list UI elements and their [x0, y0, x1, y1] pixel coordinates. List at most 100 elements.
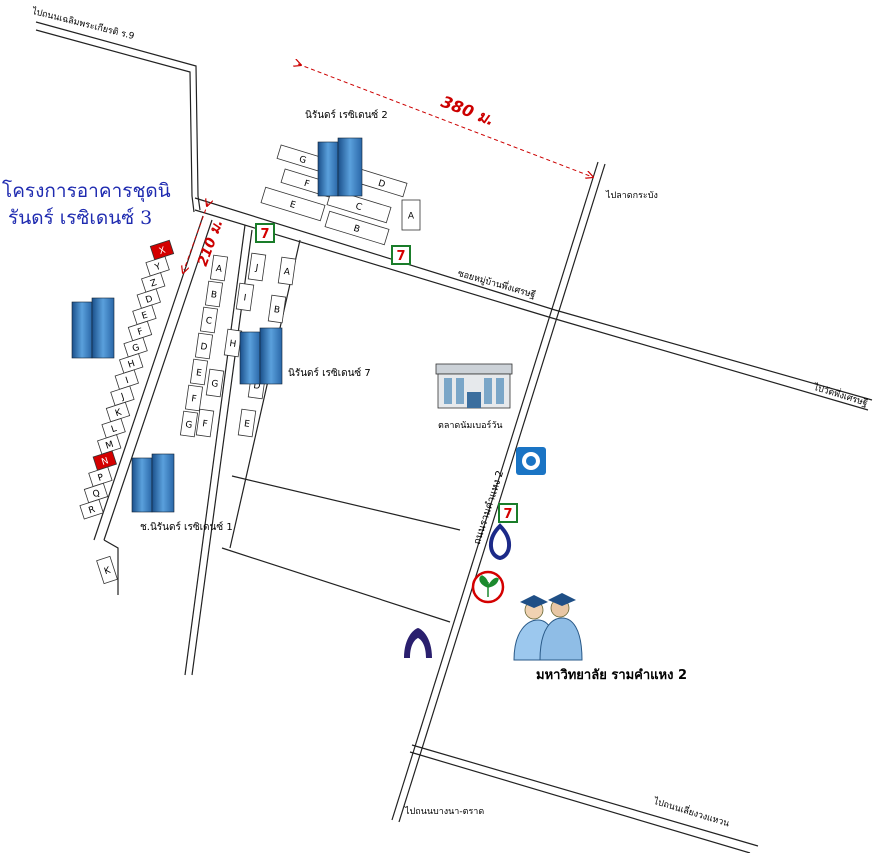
project3-block: J: [110, 385, 135, 407]
block-label: C: [354, 202, 363, 213]
project3-block: E: [132, 304, 157, 326]
residence2-block: A: [401, 199, 421, 231]
block-label: M: [104, 440, 114, 452]
block-label: K: [103, 565, 113, 577]
block-label: Z: [149, 278, 158, 289]
project3-block: P: [88, 466, 113, 488]
seven-eleven-icon: 7: [498, 503, 518, 523]
building-icon-residence7: [239, 327, 283, 385]
block-label: D: [253, 381, 261, 392]
block-label: F: [303, 179, 311, 190]
block-label: F: [136, 327, 144, 338]
residence7-block: A: [209, 254, 229, 282]
block-label: G: [131, 343, 141, 355]
block-label: A: [215, 264, 223, 275]
block-label: A: [283, 267, 291, 278]
block-label: J: [119, 392, 126, 403]
block-label: J: [254, 263, 259, 273]
building-icon-residence1: [131, 453, 175, 513]
residence7-block: F: [195, 408, 215, 438]
project3-block: M: [97, 434, 122, 455]
krungthai-bank-icon: [516, 447, 546, 475]
block-label: K: [114, 407, 124, 419]
project3-block: X: [149, 239, 175, 261]
residence7-block: C: [199, 306, 219, 334]
block-label: Y: [153, 262, 163, 274]
residence7-block: F: [184, 384, 204, 412]
block-label: A: [408, 212, 415, 222]
block-label: E: [288, 200, 297, 211]
block-label: H: [127, 359, 137, 371]
block-label: D: [144, 294, 154, 306]
residence7-block: A: [277, 256, 297, 286]
project3-block: F: [127, 320, 153, 342]
kasikorn-bank-icon: [471, 570, 505, 604]
bangkok-bank-icon: [489, 523, 511, 561]
place-label-market: ตลาดนัมเบอร์วัน: [438, 421, 503, 431]
block-label: G: [185, 420, 193, 431]
block-label: I: [124, 376, 130, 386]
residence2-block: C: [326, 188, 392, 224]
residence2-block: E: [260, 186, 326, 222]
block-label: I: [243, 293, 247, 303]
residence2-block: D: [356, 168, 408, 198]
road-label-lat-krabang: ไปลาดกระบัง: [606, 191, 658, 201]
block-label: B: [273, 305, 281, 316]
place-label-residence7: นิรันดร์ เรซิเดนซ์ 7: [288, 368, 371, 379]
block-label: E: [195, 368, 202, 379]
seven-eleven-icon: 7: [391, 245, 411, 265]
building-icon-residence2: [317, 137, 363, 197]
block-label: G: [298, 155, 308, 167]
project3-block: Q: [83, 482, 109, 504]
graduates-icon: [513, 593, 583, 661]
residence7-block: E: [189, 358, 209, 386]
residence7-block: H: [223, 328, 243, 358]
block-label: B: [210, 290, 218, 301]
project3-block: Y: [145, 255, 170, 277]
project3-block: L: [101, 417, 126, 439]
project3-block: D: [136, 288, 161, 309]
seven-eleven-icon: 7: [255, 223, 275, 243]
project-title-line2: รันดร์ เรซิเดนซ์ 3: [8, 207, 153, 229]
project3-block: R: [79, 498, 104, 520]
distance-line-top: [298, 64, 590, 176]
svg-text:7: 7: [260, 227, 269, 242]
block-label: D: [377, 179, 387, 191]
svg-text:7: 7: [503, 507, 512, 522]
place-label-residence1: ช.นิรันดร์ เรซิเดนซ์ 1: [140, 522, 233, 533]
distance-line-side: [184, 203, 208, 270]
block-label: Q: [92, 489, 102, 501]
residence7-block: J: [247, 252, 267, 282]
block-label: E: [243, 419, 250, 430]
project3-block: G: [123, 336, 148, 358]
building-icon-project3: [71, 297, 115, 359]
block-label: R: [88, 505, 97, 516]
svg-text:7: 7: [396, 249, 405, 264]
block-label: L: [110, 424, 118, 435]
block-label: C: [205, 316, 213, 327]
residence7-block: G: [205, 368, 225, 398]
market-building-icon: [435, 363, 513, 409]
residence7-block: E: [237, 408, 257, 438]
residence7-block: B: [267, 294, 287, 324]
residence2-block: B: [324, 210, 390, 246]
project-title-line1: โครงการอาคารชุดนิ: [2, 180, 171, 202]
place-label-university: มหาวิทยาลัย รามคำแหง 2: [536, 668, 688, 683]
residence7-block: G: [179, 410, 199, 438]
project3-block: K: [105, 401, 131, 423]
roads: [35, 21, 873, 853]
block-label: N: [101, 456, 110, 468]
block-label: X: [158, 246, 167, 257]
project3-block: I: [114, 369, 139, 390]
scb-bank-icon: [404, 628, 432, 658]
block-label: H: [229, 339, 237, 350]
project3-block: K: [96, 555, 118, 585]
project3-block: N: [92, 450, 117, 471]
block-label: F: [191, 394, 198, 405]
block-label: F: [202, 419, 209, 430]
block-label: E: [141, 310, 150, 321]
project3-block: Z: [141, 272, 166, 293]
block-label: D: [200, 342, 208, 353]
